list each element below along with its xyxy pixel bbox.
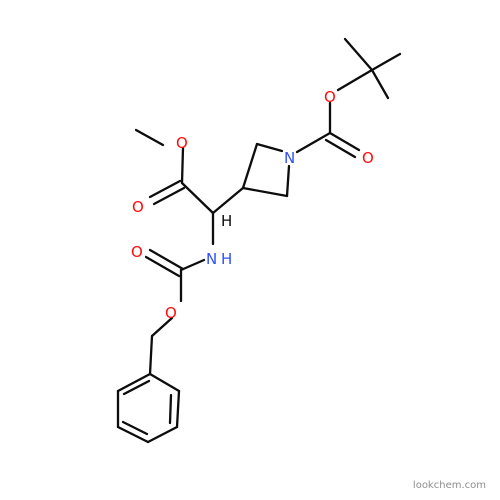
bond-ester-carbonyl-double-2 bbox=[152, 186, 186, 206]
atom-boc-carbonyl-oxygen: O bbox=[362, 149, 374, 167]
bond-tbu-methyl-3 bbox=[370, 68, 390, 100]
bond-nh-carbamate-c bbox=[179, 258, 206, 272]
bond-carbamate-double-2 bbox=[144, 255, 181, 278]
bond-carbamate-double-1 bbox=[148, 248, 185, 271]
watermark: lookchem.com bbox=[412, 480, 486, 491]
bond-azetidine-c2-n bbox=[255, 142, 284, 153]
bond-ring-4 bbox=[116, 425, 150, 444]
bond-ring-inner-2 bbox=[121, 420, 149, 436]
bond-boc-carbonyl-double-2 bbox=[324, 138, 357, 159]
bond-ester-carbonyl-double-1 bbox=[148, 179, 182, 199]
atom-boc-ether-oxygen: O bbox=[324, 88, 336, 106]
bond-ch2-phenyl bbox=[148, 334, 154, 376]
bond-boc-carbonyl-double-1 bbox=[328, 131, 361, 152]
atom-carbamate-ether-oxygen: O bbox=[165, 304, 177, 322]
bond-ring-3 bbox=[146, 425, 179, 444]
bond-azetidine-n-c4 bbox=[285, 164, 291, 198]
bonds bbox=[116, 37, 402, 444]
bond-n-boc-carbonyl bbox=[295, 131, 332, 154]
bond-ring-6 bbox=[116, 372, 152, 393]
bond-carbamate-o-ch2 bbox=[150, 316, 174, 338]
bond-carbonyl-c-alpha-c bbox=[180, 181, 215, 215]
bond-ring-1 bbox=[148, 372, 181, 393]
atom-carbamate-nitrogen: N bbox=[206, 250, 217, 268]
atom-carbamate-carbonyl-oxygen: O bbox=[131, 243, 143, 261]
bond-boc-o-tbu bbox=[336, 68, 374, 92]
bond-ring-inner-3 bbox=[122, 379, 151, 396]
bond-azetidine-c3-c2 bbox=[241, 142, 259, 190]
atom-alpha-hydrogen: H bbox=[221, 212, 232, 230]
bond-tbu-methyl-1 bbox=[343, 37, 374, 72]
bond-azetidine-c4-c3 bbox=[241, 186, 289, 198]
bond-alpha-c-azetidine bbox=[211, 186, 245, 215]
bond-ester-o-carbonyl-c bbox=[180, 146, 185, 185]
atom-ester-carbonyl-oxygen: O bbox=[132, 198, 144, 216]
atom-carbamate-hydrogen: H bbox=[221, 250, 232, 268]
bond-methyl-ester-o bbox=[134, 128, 165, 147]
atom-azetidine-nitrogen: N bbox=[284, 149, 295, 167]
bond-ring-2 bbox=[175, 389, 181, 429]
atom-labels: O O N O O H N H O O bbox=[131, 88, 374, 322]
atom-ester-ether-oxygen: O bbox=[176, 134, 188, 152]
bond-tbu-methyl-2 bbox=[370, 52, 402, 72]
bond-ring-inner-1 bbox=[168, 393, 173, 425]
